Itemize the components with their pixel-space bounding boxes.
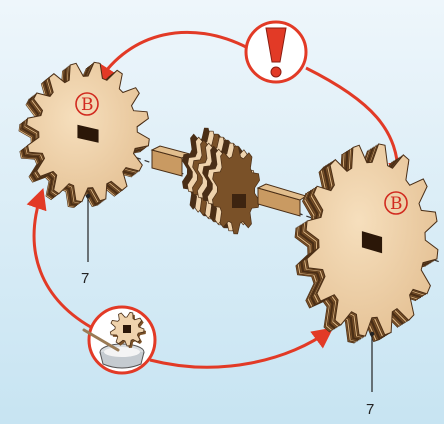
arrow-glue-to-right-gear (149, 327, 334, 369)
right-gear-part-number: 7 (366, 401, 374, 418)
left-gear (18, 61, 150, 209)
assembly-cycle-arrows (26, 30, 410, 369)
arrow-glue-to-left-gear (26, 188, 97, 332)
rightGear-square-hole (361, 231, 383, 254)
left-gear-mark: B (75, 92, 99, 116)
left-gear-part-number: 7 (81, 270, 89, 287)
right-gear-mark-letter: B (390, 194, 403, 214)
left-gear-pointer-dot (85, 193, 91, 199)
right-gear-pointer-dot (369, 331, 375, 337)
arrow-warning-to-left-gear (95, 30, 249, 86)
glue-gear-hole (123, 325, 131, 333)
right-gear (294, 143, 439, 344)
middle-gear-layer (212, 145, 260, 235)
right-gear-mark: B (384, 191, 408, 215)
glue-bowl-icon (82, 305, 157, 375)
middle-gear-assembly (150, 127, 308, 235)
middle-square-hole (232, 194, 246, 208)
left-gear-mark-letter: B (81, 95, 94, 115)
exclamation-icon (244, 20, 308, 84)
leftGear-square-hole (77, 124, 99, 143)
